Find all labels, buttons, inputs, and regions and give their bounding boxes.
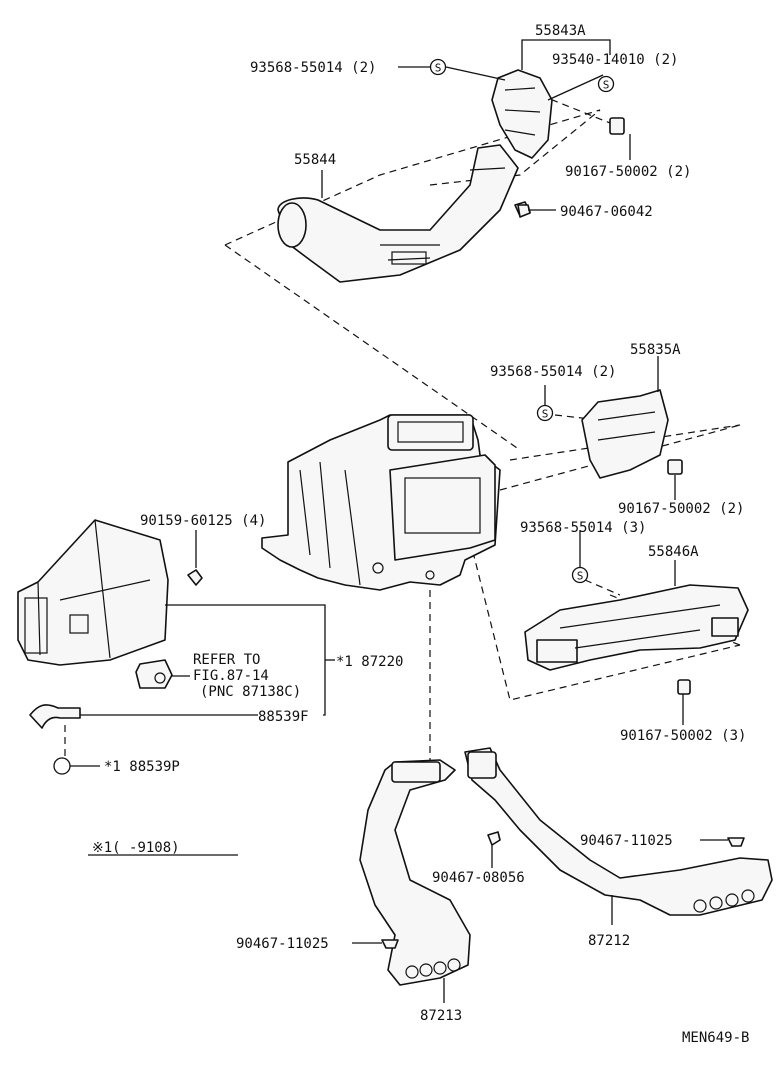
label-93568-55014-mid: 93568-55014 (2) [490, 364, 616, 380]
label-93568-55014-top: 93568-55014 (2) [250, 60, 376, 76]
label-refer-to: REFER TO [193, 652, 260, 668]
label-90467-11025-right: 90467-11025 [580, 833, 673, 849]
svg-text:S: S [435, 62, 442, 75]
label-88539p: *1 88539P [104, 759, 180, 775]
label-55835a: 55835A [630, 342, 681, 358]
label-87213: 87213 [420, 1008, 462, 1024]
label-fig-87-14: FIG.87-14 [193, 668, 269, 684]
screw-marker-4: S [571, 566, 589, 584]
label-90167-50002-low: 90167-50002 (3) [620, 728, 746, 744]
duct-55846a [524, 584, 749, 695]
label-note-9108: ※1( -9108) [92, 840, 180, 856]
heater-unit-87220 [261, 414, 501, 591]
leader-lines [70, 39, 728, 1003]
duct-55835a [581, 389, 683, 479]
label-55843a: 55843A [535, 23, 586, 39]
label-88539f: 88539F [258, 709, 309, 725]
label-87220: *1 87220 [336, 654, 403, 670]
svg-text:S: S [577, 570, 584, 583]
duct-87212 [464, 747, 773, 916]
label-90467-08056: 90467-08056 [432, 870, 525, 886]
screw-marker-2: S [597, 75, 615, 93]
duct-87212-vents [693, 889, 755, 913]
svg-text:S: S [542, 408, 549, 421]
label-90467-06042: 90467-06042 [560, 204, 653, 220]
label-93540-14010: 93540-14010 (2) [552, 52, 678, 68]
label-55846a: 55846A [648, 544, 699, 560]
label-93568-55014-low: 93568-55014 (3) [520, 520, 646, 536]
label-87212: 87212 [588, 933, 630, 949]
label-90159-60125: 90159-60125 (4) [140, 513, 266, 529]
label-pnc-87138c: (PNC 87138C) [200, 684, 301, 700]
duct-55843a [491, 69, 625, 159]
screw-marker-1: S [429, 58, 447, 76]
duct-87213-vents [405, 958, 461, 979]
screw-marker-3: S [536, 404, 554, 422]
svg-text:S: S [603, 79, 610, 92]
label-90167-50002-mid: 90167-50002 (2) [618, 501, 744, 517]
label-90467-11025-left: 90467-11025 [236, 936, 329, 952]
air-box-assembly [17, 519, 203, 689]
label-diagram-code: MEN649-B [682, 1030, 749, 1046]
label-90167-50002-top: 90167-50002 (2) [565, 164, 691, 180]
pipe-88539f [29, 704, 81, 775]
label-55844: 55844 [294, 152, 336, 168]
duct-87213 [359, 759, 471, 986]
fasteners [381, 204, 745, 949]
